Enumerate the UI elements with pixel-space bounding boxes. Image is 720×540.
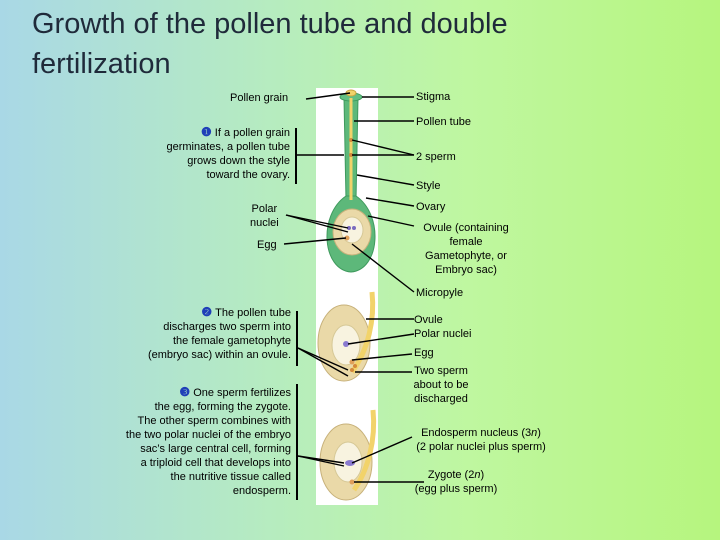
label-stigma: Stigma xyxy=(416,91,451,103)
leader-polar2 xyxy=(347,333,415,345)
label-polar-nuclei-2: Polar nuclei xyxy=(414,328,472,340)
leader-step2-a xyxy=(297,347,349,371)
pollen-tube-3 xyxy=(351,409,377,492)
leader-egg2 xyxy=(351,353,413,361)
label-zygote: Zygote (2n) (egg plus sperm) xyxy=(414,469,498,495)
label-2-sperm: 2 sperm xyxy=(416,151,456,163)
leader-2sperm-a xyxy=(351,139,415,156)
slide-title: Growth of the pollen tube and double fer… xyxy=(32,8,508,80)
endosperm-nucleus xyxy=(345,460,355,466)
leader-step2-b xyxy=(297,347,349,377)
embryo-sac-1 xyxy=(340,216,364,244)
leader-egg1 xyxy=(283,237,347,245)
leader-endosperm xyxy=(351,436,413,464)
leader-polar-b xyxy=(285,214,349,233)
sperm-dot xyxy=(350,368,354,372)
label-ovary: Ovary xyxy=(416,201,446,213)
label-two-sperm-discharged: Two sperm about to be discharged xyxy=(413,365,469,405)
sperm-dot xyxy=(349,153,353,157)
label-pollen-tube: Pollen tube xyxy=(416,116,472,128)
step2-number: ❷ xyxy=(201,305,213,319)
sperm-dot xyxy=(349,138,353,142)
label-ovule-2: Ovule xyxy=(414,314,443,326)
polar-nuclei-dot xyxy=(343,341,349,347)
egg-dot xyxy=(344,235,350,241)
leader-step3-b xyxy=(297,455,345,467)
step3-number: ❸ xyxy=(179,385,191,399)
ovule-panel-3 xyxy=(319,409,377,501)
sperm-dot xyxy=(353,364,357,368)
label-micropyle: Micropyle xyxy=(416,287,464,299)
egg-dot xyxy=(349,359,355,365)
label-endosperm-nucleus: Endosperm nucleus (3n) (2 polar nuclei p… xyxy=(416,427,546,453)
leader-micropyle xyxy=(351,243,415,293)
polar-nuclei-dot xyxy=(352,226,356,230)
label-polar-nuclei: Polar nuclei xyxy=(250,203,279,229)
leader-pollen-grain xyxy=(305,92,351,100)
label-egg-2: Egg xyxy=(414,347,434,359)
leader-style xyxy=(356,174,415,186)
label-pollen-grain: Pollen grain xyxy=(230,92,289,104)
label-ovule-containing: Ovule (containing female Gametophyte, or… xyxy=(423,222,509,276)
carpel xyxy=(326,89,376,273)
label-style: Style xyxy=(416,180,441,192)
polar-nuclei-dot xyxy=(347,226,351,230)
leader-ovary xyxy=(365,197,415,207)
leader-ovule xyxy=(367,215,415,227)
step1-number: ❶ xyxy=(201,125,212,139)
label-egg-1: Egg xyxy=(257,239,277,251)
zygote-dot xyxy=(349,479,355,485)
